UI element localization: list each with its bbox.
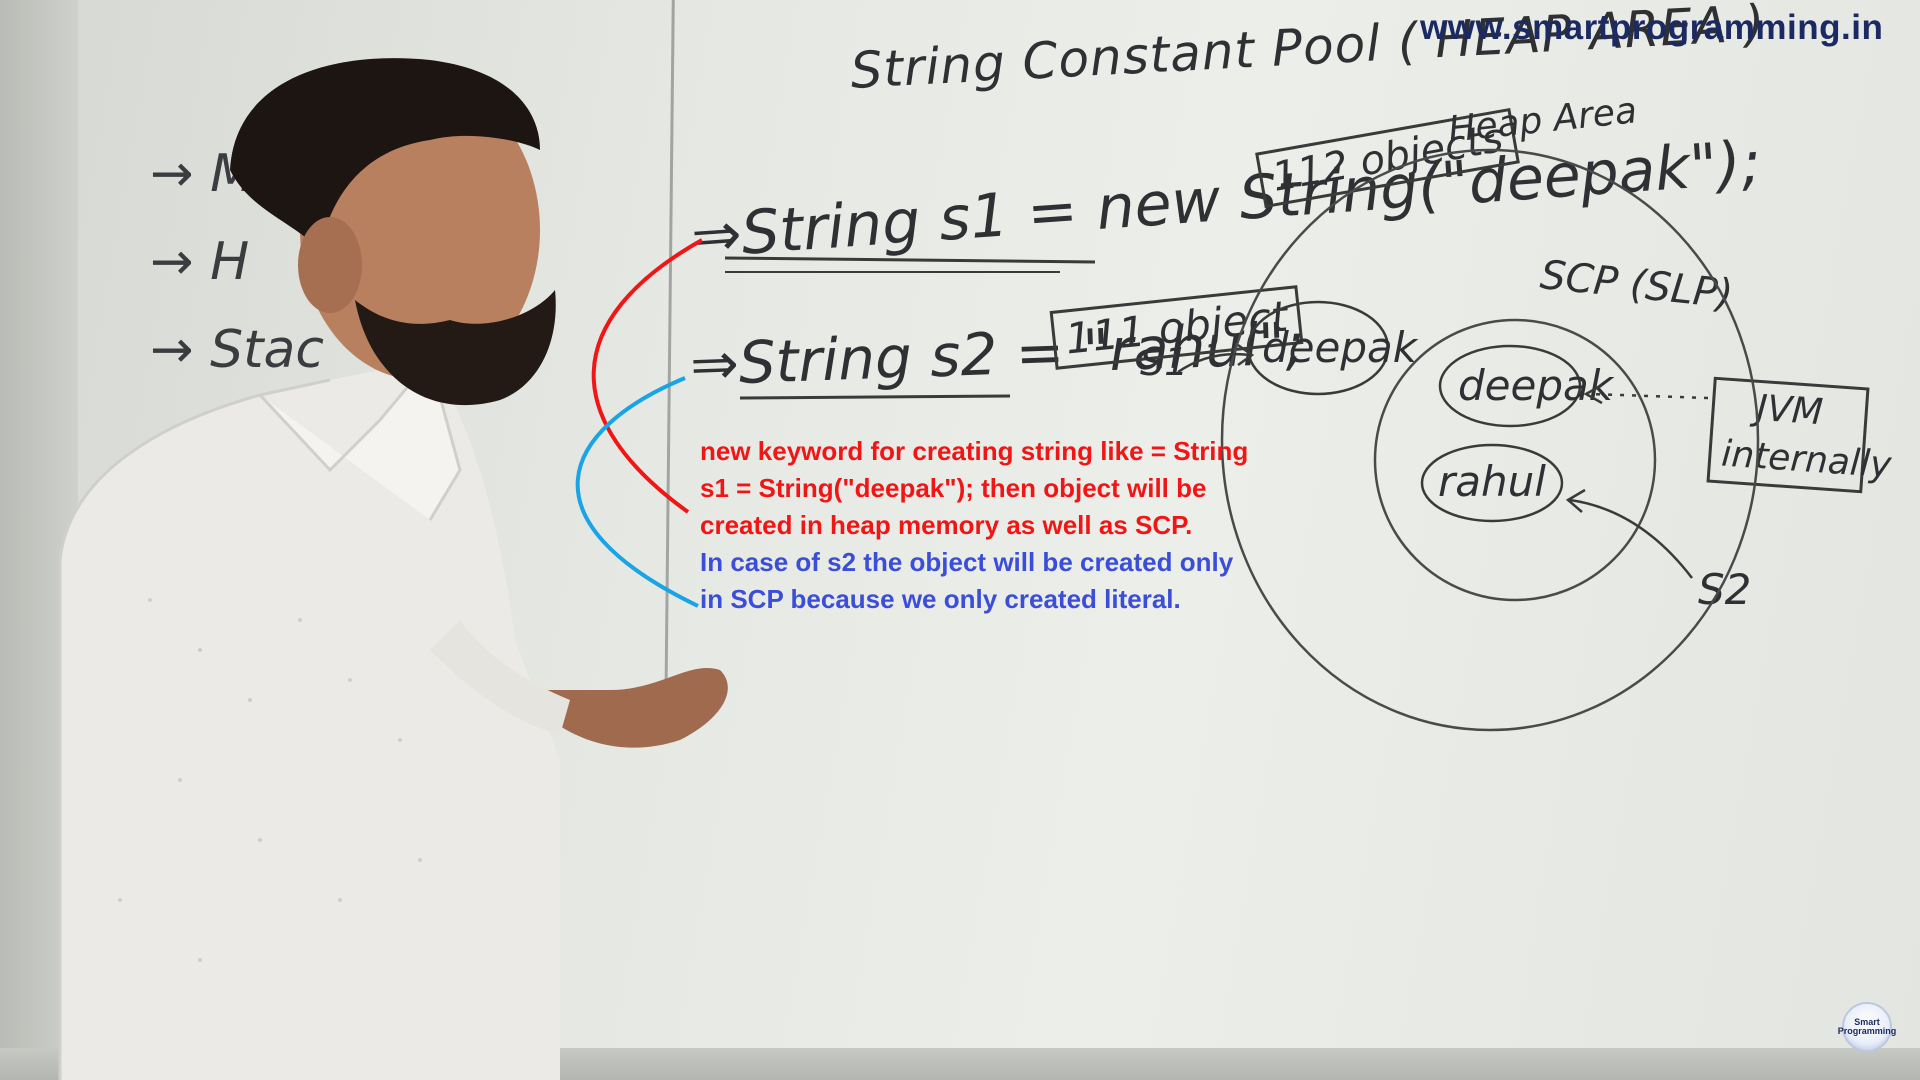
code1-underline: [724, 256, 1096, 264]
scp-object-rahul-text: rahul: [1438, 457, 1546, 506]
s2-arrow: [1569, 498, 1693, 579]
blue-annotation-text: In case of s2 the object will be created…: [700, 547, 1234, 614]
s2-arrowhead: [1565, 488, 1586, 513]
scp-ellipse: [1373, 318, 1657, 602]
shirt-pattern: [118, 598, 422, 962]
jvm-arrowhead: [1583, 383, 1603, 405]
heap-area-ellipse: [1220, 148, 1760, 732]
annotation-caption: new keyword for creating string like = S…: [700, 433, 1260, 618]
scp-object-deepak-ellipse: [1438, 344, 1582, 428]
s1-arrow: [1177, 352, 1251, 374]
s1-arrowhead: [1237, 343, 1255, 367]
presenter-sleeve: [430, 620, 570, 735]
s2-reference-label: S2: [1698, 565, 1752, 614]
presenter-figure: [58, 58, 728, 1080]
s1-reference-label: S1: [1140, 340, 1189, 384]
channel-logo: Smart Programming: [1838, 1002, 1896, 1052]
heap-object-text: deepak: [1262, 323, 1419, 372]
left-list-item: → H: [150, 232, 250, 292]
site-url-watermark: www.smartprogramming.in: [1420, 8, 1884, 47]
presenter-hand: [520, 667, 728, 748]
scp-object-deepak-text: deepak: [1458, 361, 1615, 410]
red-annotation-text: new keyword for creating string like = S…: [700, 436, 1249, 540]
presenter-hair: [230, 58, 540, 250]
logo-text: Smart Programming: [1837, 1017, 1897, 1036]
red-annotation-curve: [591, 238, 703, 514]
presenter-shirt: [60, 360, 560, 1080]
scp-object-rahul-ellipse: [1420, 443, 1564, 523]
presenter-beard: [355, 290, 556, 406]
presenter-ear: [298, 217, 362, 313]
code2-underline: [739, 394, 1011, 400]
jvm-dotted-arrow: [1589, 392, 1709, 400]
presenter-collar: [258, 356, 462, 521]
left-list-item: → Stac: [150, 320, 324, 380]
blue-annotation-curve: [575, 376, 699, 608]
heap-object-ellipse: [1246, 300, 1390, 396]
